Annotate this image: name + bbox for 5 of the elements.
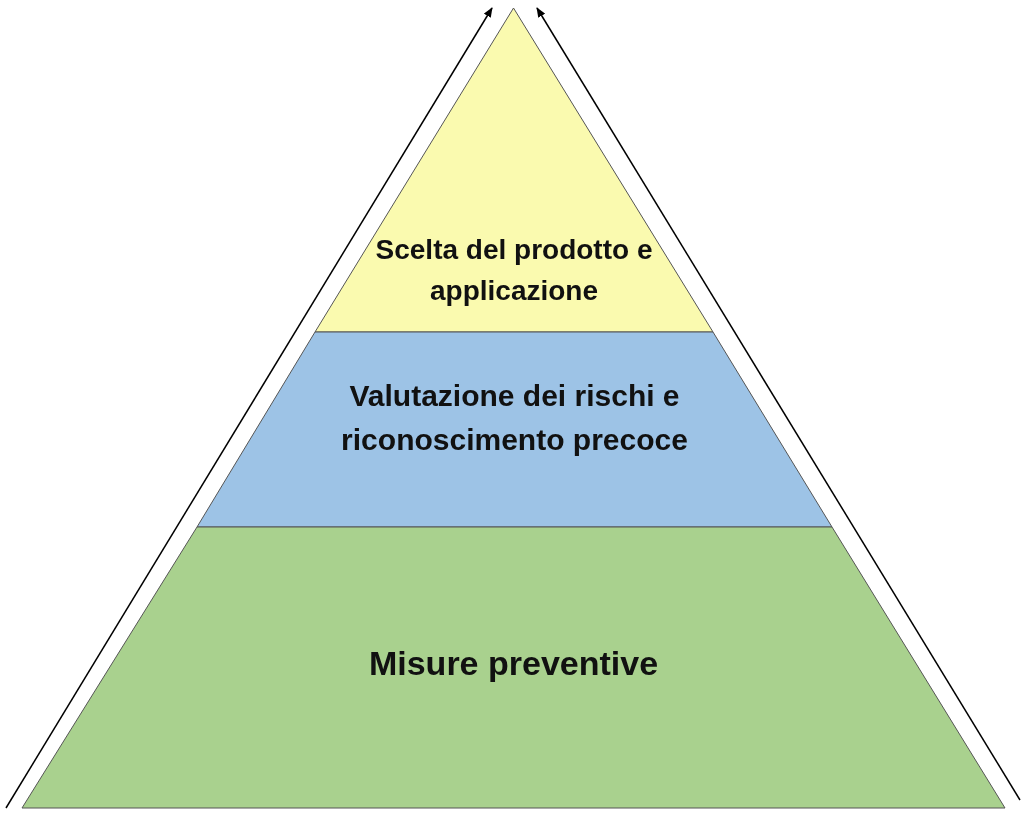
pyramid-tier (315, 8, 713, 332)
pyramid-tier (22, 527, 1005, 808)
tier-label: Scelta del prodotto e applicazione (374, 233, 654, 308)
tier-label: Misure preventive (367, 643, 660, 684)
tier-label: Valutazione dei rischi e riconoscimento precoce (340, 378, 689, 458)
